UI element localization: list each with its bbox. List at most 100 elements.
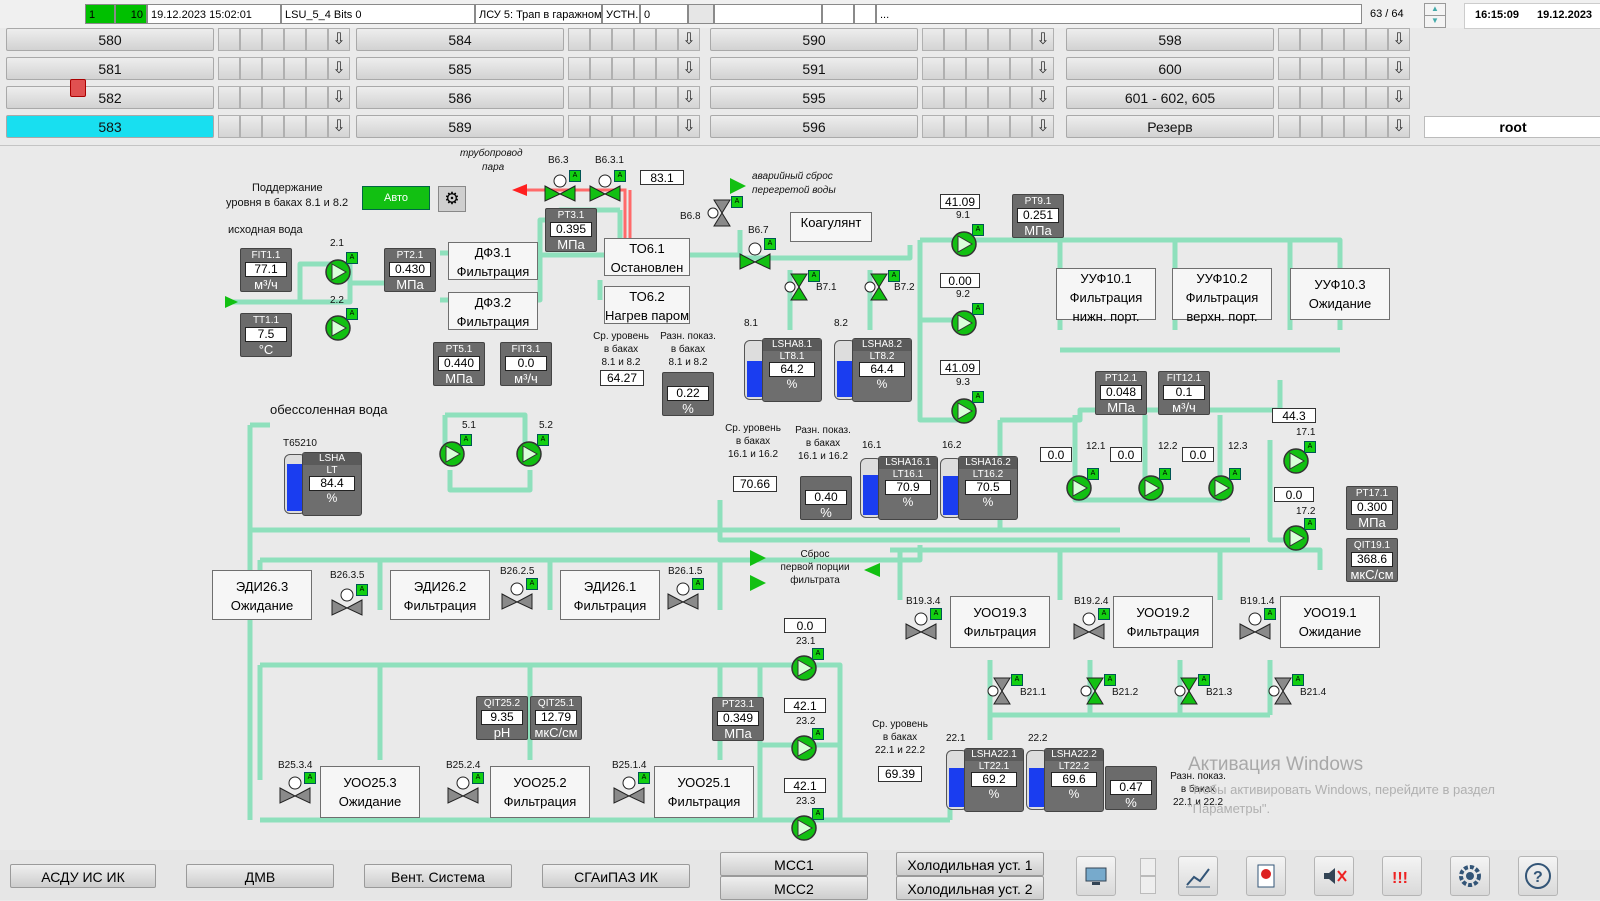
pump-icon[interactable]	[324, 314, 352, 342]
pump-icon[interactable]	[1282, 524, 1310, 552]
small-up-icon[interactable]	[1140, 858, 1156, 876]
valve-icon[interactable]	[1072, 610, 1106, 640]
monitor-icon[interactable]	[1076, 856, 1116, 896]
valve-icon[interactable]	[705, 198, 739, 228]
mute-icon[interactable]	[1314, 856, 1354, 896]
nav-asdu-button[interactable]: АСДУ ИС ИК	[10, 864, 156, 888]
room-button[interactable]: 585	[356, 57, 564, 80]
room-button[interactable]: 601 - 602, 605	[1066, 86, 1274, 109]
valve-icon[interactable]	[278, 774, 312, 804]
report-icon[interactable]	[1246, 856, 1286, 896]
valve-icon[interactable]	[500, 580, 534, 610]
room-dropdown-arrow-icon[interactable]: ⇩	[328, 28, 350, 51]
room-dropdown-arrow-icon[interactable]: ⇩	[1388, 115, 1410, 138]
valve-icon[interactable]	[862, 272, 896, 302]
room-button[interactable]: 600	[1066, 57, 1274, 80]
pump-icon[interactable]	[438, 440, 466, 468]
room-dropdown-arrow-icon[interactable]: ⇩	[1388, 57, 1410, 80]
valve-icon[interactable]	[588, 172, 622, 202]
room-button[interactable]: 598	[1066, 28, 1274, 51]
alarm-list-icon[interactable]: !!!	[1382, 856, 1422, 896]
pump-icon[interactable]	[1065, 474, 1093, 502]
room-dropdown-arrow-icon[interactable]: ⇩	[678, 86, 700, 109]
nav-cold1-button[interactable]: Холодильная уст. 1	[896, 852, 1044, 876]
room-button[interactable]: 586	[356, 86, 564, 109]
valve-icon[interactable]	[1266, 676, 1300, 706]
room-dropdown-arrow-icon[interactable]: ⇩	[678, 115, 700, 138]
pump-icon[interactable]	[950, 397, 978, 425]
room-dropdown-arrow-icon[interactable]: ⇩	[328, 57, 350, 80]
valve-icon[interactable]	[782, 272, 816, 302]
scroll-down-button[interactable]: ▼	[1424, 15, 1446, 28]
nav-sgaipaz-button[interactable]: СГАиПАЗ ИК	[542, 864, 690, 888]
equipment-koag[interactable]: Коагулянт	[790, 212, 872, 242]
pump-icon[interactable]	[1137, 474, 1165, 502]
valve-icon[interactable]	[904, 610, 938, 640]
room-button[interactable]: 589	[356, 115, 564, 138]
valve-icon[interactable]	[543, 172, 577, 202]
trend-chart-icon[interactable]	[1178, 856, 1218, 896]
pump-icon[interactable]	[790, 814, 818, 842]
nav-mss1-button[interactable]: МСС1	[720, 852, 868, 876]
pump-icon[interactable]	[950, 309, 978, 337]
nav-cold2-button[interactable]: Холодильная уст. 2	[896, 876, 1044, 900]
room-button[interactable]: 595	[710, 86, 918, 109]
room-dropdown-arrow-icon[interactable]: ⇩	[1388, 28, 1410, 51]
room-button[interactable]: 581	[6, 57, 214, 80]
pump-icon[interactable]	[324, 258, 352, 286]
valve-icon[interactable]	[738, 240, 772, 270]
room-dropdown-arrow-icon[interactable]: ⇩	[1032, 57, 1054, 80]
valve-icon[interactable]	[985, 676, 1019, 706]
room-dropdown-arrow-icon[interactable]: ⇩	[678, 57, 700, 80]
nav-dmv-button[interactable]: ДМВ	[186, 864, 334, 888]
room-dropdown-arrow-icon[interactable]: ⇩	[1032, 86, 1054, 109]
valve-icon[interactable]	[446, 774, 480, 804]
room-dropdown-arrow-icon[interactable]: ⇩	[328, 86, 350, 109]
help-icon[interactable]: ?	[1518, 856, 1558, 896]
nav-vent-button[interactable]: Вент. Система	[364, 864, 512, 888]
pump-icon[interactable]	[515, 440, 543, 468]
settings-icon[interactable]	[1450, 856, 1490, 896]
room-dropdown-arrow-icon[interactable]: ⇩	[1032, 28, 1054, 51]
room-dropdown-arrow-icon[interactable]: ⇩	[1032, 115, 1054, 138]
valve-icon[interactable]	[612, 774, 646, 804]
room-button[interactable]: 580	[6, 28, 214, 51]
room-button[interactable]: 583	[6, 115, 214, 138]
room-button[interactable]: 596	[710, 115, 918, 138]
small-down-icon[interactable]	[1140, 876, 1156, 894]
pump-icon[interactable]	[1207, 474, 1235, 502]
room-dropdown-arrow-icon[interactable]: ⇩	[328, 115, 350, 138]
room-dropdown-arrow-icon[interactable]: ⇩	[678, 28, 700, 51]
valve-icon[interactable]	[330, 586, 364, 616]
